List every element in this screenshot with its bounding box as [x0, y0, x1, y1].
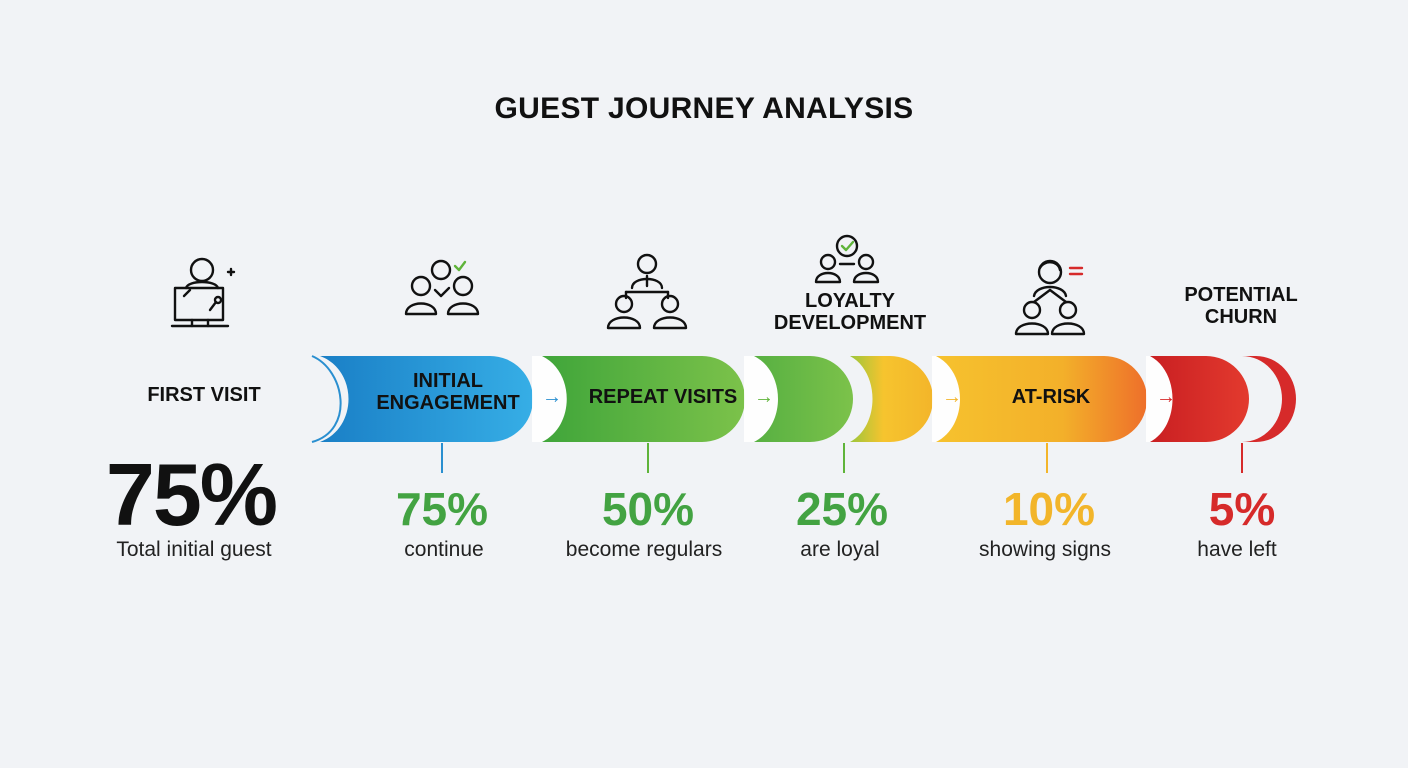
arrow-icon: →: [942, 386, 962, 408]
stage-label-first-visit: FIRST VISIT: [147, 384, 261, 406]
loyalty-development-segment: [754, 356, 853, 442]
at-risk-segment: [936, 356, 1147, 442]
stage-label-at-risk: AT-RISK: [1011, 386, 1091, 408]
people-check-icon: [404, 259, 480, 316]
connector-line: [843, 443, 845, 473]
repeat-visits-percentage: 50%: [601, 483, 695, 535]
page-title: GUEST JOURNEY ANALYSIS: [494, 92, 914, 125]
at-risk-percentage: 10%: [1002, 483, 1096, 535]
connector-line: [1241, 443, 1243, 473]
at-risk-caption: showing signs: [979, 538, 1111, 561]
group-check-icon: [814, 234, 880, 284]
arrow-icon: →: [754, 386, 774, 408]
stage-label-loyalty-development: LOYALTY DEVELOPMENT: [773, 290, 927, 335]
initial-engagement-percentage: 75%: [395, 483, 489, 535]
connector-line: [1046, 443, 1048, 473]
stage-label-initial-engagement: INITIAL ENGAGEMENT: [376, 370, 520, 415]
first-visit-caption: Total initial guest: [116, 538, 272, 561]
potential-churn-caption: have left: [1197, 538, 1277, 561]
stage-label-potential-churn: POTENTIAL CHURN: [1184, 284, 1298, 329]
first-visit-percentage: 75%: [105, 445, 278, 544]
person-equals-icon: [1014, 259, 1086, 336]
arrow-icon: →: [1156, 386, 1176, 408]
stage-label-repeat-visits: REPEAT VISITS: [588, 386, 738, 408]
loyalty-development-caption: are loyal: [800, 538, 880, 561]
connector-line: [647, 443, 649, 473]
team-hierarchy-icon: [606, 253, 688, 330]
initial-engagement-segment: [320, 356, 533, 442]
potential-churn-percentage: 5%: [1208, 483, 1276, 535]
potential-churn-segment: [1150, 356, 1249, 442]
loyalty-development-percentage: 25%: [795, 483, 889, 535]
arrow-icon: →: [542, 386, 562, 408]
repeat-visits-caption: become regulars: [565, 538, 723, 561]
initial-engagement-caption: continue: [404, 538, 484, 561]
connector-line: [441, 443, 443, 473]
presenter-screen-icon: [170, 257, 236, 328]
churn-end-cap: [1242, 356, 1296, 442]
first-visit-segment-outline: [311, 355, 342, 443]
repeat-visits-segment: [542, 356, 745, 442]
